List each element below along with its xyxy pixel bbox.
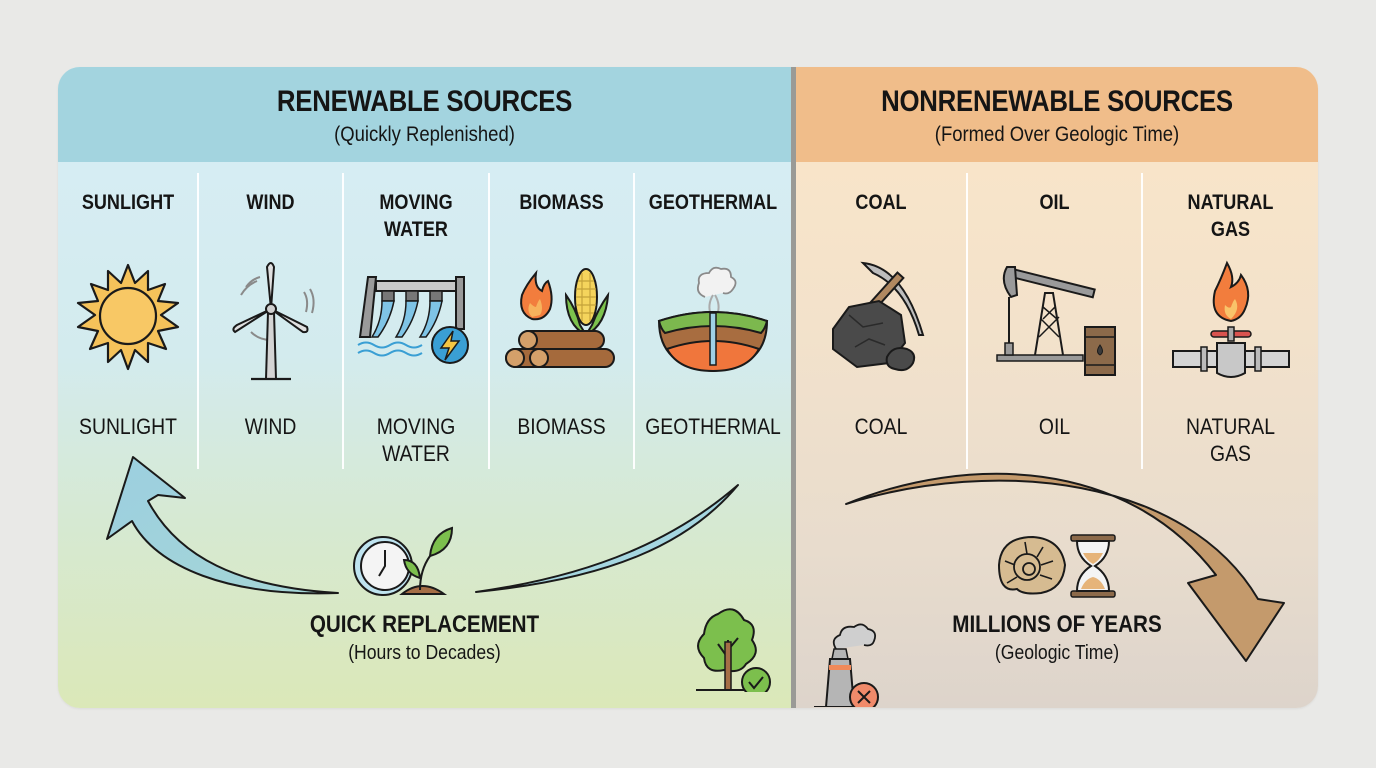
source-title: MOVING WATER xyxy=(379,191,453,241)
source-label: BIOMASS xyxy=(517,414,606,439)
nonrenewable-header: NONRENEWABLE SOURCES (Formed Over Geolog… xyxy=(796,67,1318,162)
sun-icon xyxy=(68,257,188,377)
clock-sprout-icon xyxy=(350,520,480,600)
column-divider xyxy=(633,173,635,469)
source-biomass: BIOMASS BIOMASS xyxy=(490,162,633,482)
source-label: GEOTHERMAL xyxy=(645,414,781,439)
source-moving-water: MOVING WATER MOVING xyxy=(344,162,488,482)
source-sunlight: SUNLIGHT SUNLIGHT xyxy=(58,162,198,482)
renewable-title: RENEWABLE SOURCES xyxy=(276,85,573,118)
oil-pump-icon xyxy=(995,257,1116,377)
nonrenewable-panel: NONRENEWABLE SOURCES (Formed Over Geolog… xyxy=(796,67,1318,708)
source-title: BIOMASS xyxy=(519,191,604,214)
renewable-footer-title: QUICK REPLACEMENT xyxy=(309,611,540,638)
wind-turbine-icon xyxy=(211,257,331,381)
renewable-panel: RENEWABLE SOURCES (Quickly Replenished) … xyxy=(58,67,791,708)
source-label: COAL xyxy=(854,414,908,439)
geothermal-icon xyxy=(653,257,773,377)
source-label: NATURAL GAS xyxy=(1186,414,1275,466)
source-coal: COAL COAL xyxy=(796,162,966,482)
source-title: WIND xyxy=(246,191,295,214)
renewable-header: RENEWABLE SOURCES (Quickly Replenished) xyxy=(58,67,791,162)
source-title: COAL xyxy=(855,191,907,214)
coal-pickaxe-icon xyxy=(821,257,941,377)
source-title: NATURAL GAS xyxy=(1187,191,1274,241)
source-label: SUNLIGHT xyxy=(79,414,177,439)
tree-check-icon xyxy=(688,608,778,708)
renewable-subtitle: (Quickly Replenished) xyxy=(334,123,515,146)
column-divider xyxy=(966,173,968,469)
source-wind: WIND WIND xyxy=(199,162,342,482)
hydro-dam-icon xyxy=(356,257,476,377)
column-divider xyxy=(197,173,199,469)
renewable-footer-subtitle: (Hours to Decades) xyxy=(348,642,501,664)
source-oil: OIL OIL xyxy=(968,162,1141,482)
source-label: OIL xyxy=(1038,414,1071,439)
source-title: GEOTHERMAL xyxy=(648,191,778,214)
factory-x-icon xyxy=(810,623,890,707)
gas-flame-valve-icon xyxy=(1171,257,1291,378)
source-title: SUNLIGHT xyxy=(81,191,175,214)
biomass-icon xyxy=(502,257,622,377)
nonrenewable-footer-subtitle: (Geologic Time) xyxy=(994,642,1120,664)
source-label: MOVING WATER xyxy=(376,414,456,466)
curved-arrow-icon xyxy=(845,472,1285,662)
energy-sources-infographic: RENEWABLE SOURCES (Quickly Replenished) … xyxy=(58,67,1318,708)
column-divider xyxy=(1141,173,1143,469)
fossil-hourglass-icon xyxy=(991,531,1141,601)
column-divider xyxy=(342,173,344,469)
source-label: WIND xyxy=(244,414,297,439)
source-title: OIL xyxy=(1039,191,1070,214)
nonrenewable-title: NONRENEWABLE SOURCES xyxy=(881,85,1233,118)
column-divider xyxy=(488,173,490,469)
nonrenewable-subtitle: (Formed Over Geologic Time) xyxy=(934,123,1180,146)
source-geothermal: GEOTHERMAL GEOTHERMAL xyxy=(635,162,791,482)
source-natural-gas: NATURAL GAS NATURAL GAS xyxy=(1143,162,1318,482)
panel-divider xyxy=(791,67,796,708)
nonrenewable-footer-title: MILLIONS OF YEARS xyxy=(952,611,1162,638)
cycle-arrow-icon xyxy=(106,456,739,595)
